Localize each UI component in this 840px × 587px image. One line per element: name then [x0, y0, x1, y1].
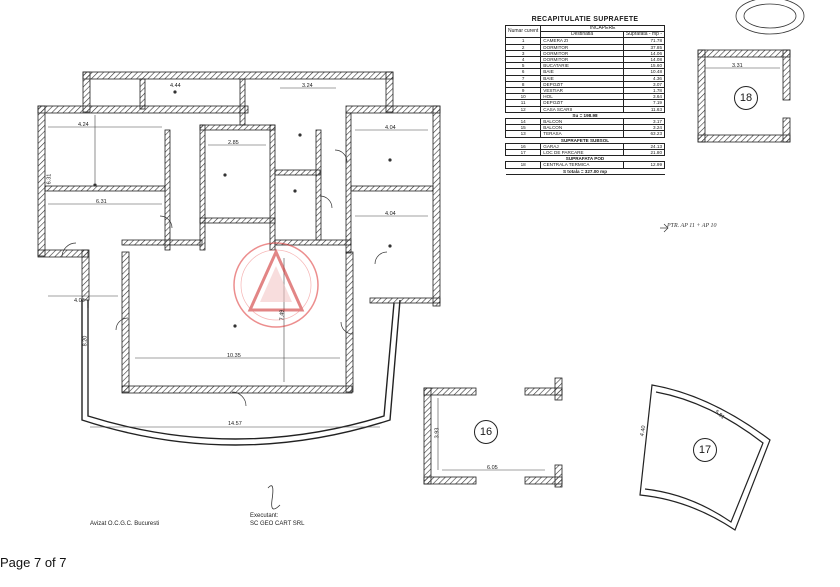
garage-walls	[423, 377, 563, 488]
col-header-group: INCAPERE	[540, 24, 665, 33]
executant-title: Executant:	[250, 513, 279, 519]
approval-text: Avizat O.C.G.C. Bucuresti	[90, 521, 160, 527]
dim-403: 4.03	[74, 298, 85, 304]
dim-605: 6.05	[487, 465, 498, 471]
dim-1035: 10.35	[227, 353, 241, 359]
area-summary-table: RECAPITULATIE SUPRAFETE Numar curent INC…	[504, 16, 666, 175]
page-label: Page 7 of 7	[0, 555, 67, 570]
dim-424: 4.24	[78, 122, 89, 128]
dim-444: 4.44	[170, 83, 181, 89]
dim-631-vertical: 6.31	[46, 173, 53, 185]
dim-749: 7.49	[279, 309, 286, 321]
section-subsol: SUPRAFETE SUBSOL	[505, 136, 665, 144]
apartment-walls	[37, 71, 441, 394]
room-17-marker: 17	[693, 438, 717, 462]
parking-outline	[639, 384, 771, 531]
note-arrow	[660, 223, 669, 233]
room-16-marker: 16	[474, 420, 498, 444]
room-18-marker: 18	[734, 86, 758, 110]
dim-820: 8.20	[82, 335, 89, 347]
col-header-number: Numar curent	[504, 24, 542, 39]
dim-285: 2.85	[228, 140, 239, 146]
dim-404-b: 4.04	[385, 211, 396, 217]
dim-324: 3.24	[302, 83, 313, 89]
table-title: RECAPITULATIE SUPRAFETE	[531, 16, 639, 23]
dim-631: 6.31	[96, 199, 107, 205]
dimension-lines	[48, 67, 780, 471]
thermal-room-walls	[697, 49, 791, 143]
handwritten-note: PTR. AP 11 + AP 10	[667, 223, 717, 229]
col-header-area: Suprafata - mp -	[622, 31, 666, 39]
total-row: S totala = 327.00 mp	[505, 167, 665, 175]
door-swings	[61, 149, 388, 407]
terrace-outline	[81, 299, 401, 446]
dim-393: 3.93	[434, 427, 441, 439]
executant-name: SC GEO CART SRL	[250, 521, 305, 527]
official-seal	[735, 0, 805, 35]
section-pod: SUPRAFATA POD	[505, 155, 665, 163]
company-stamp-watermark	[233, 242, 319, 328]
subtotal-row: Su = 198.98	[505, 111, 665, 120]
fixture-dots	[93, 90, 392, 328]
signature-scribble	[267, 485, 281, 510]
dim-404-a: 4.04	[385, 125, 396, 131]
dim-1457: 14.57	[228, 421, 242, 427]
dim-331: 3.31	[732, 63, 743, 69]
